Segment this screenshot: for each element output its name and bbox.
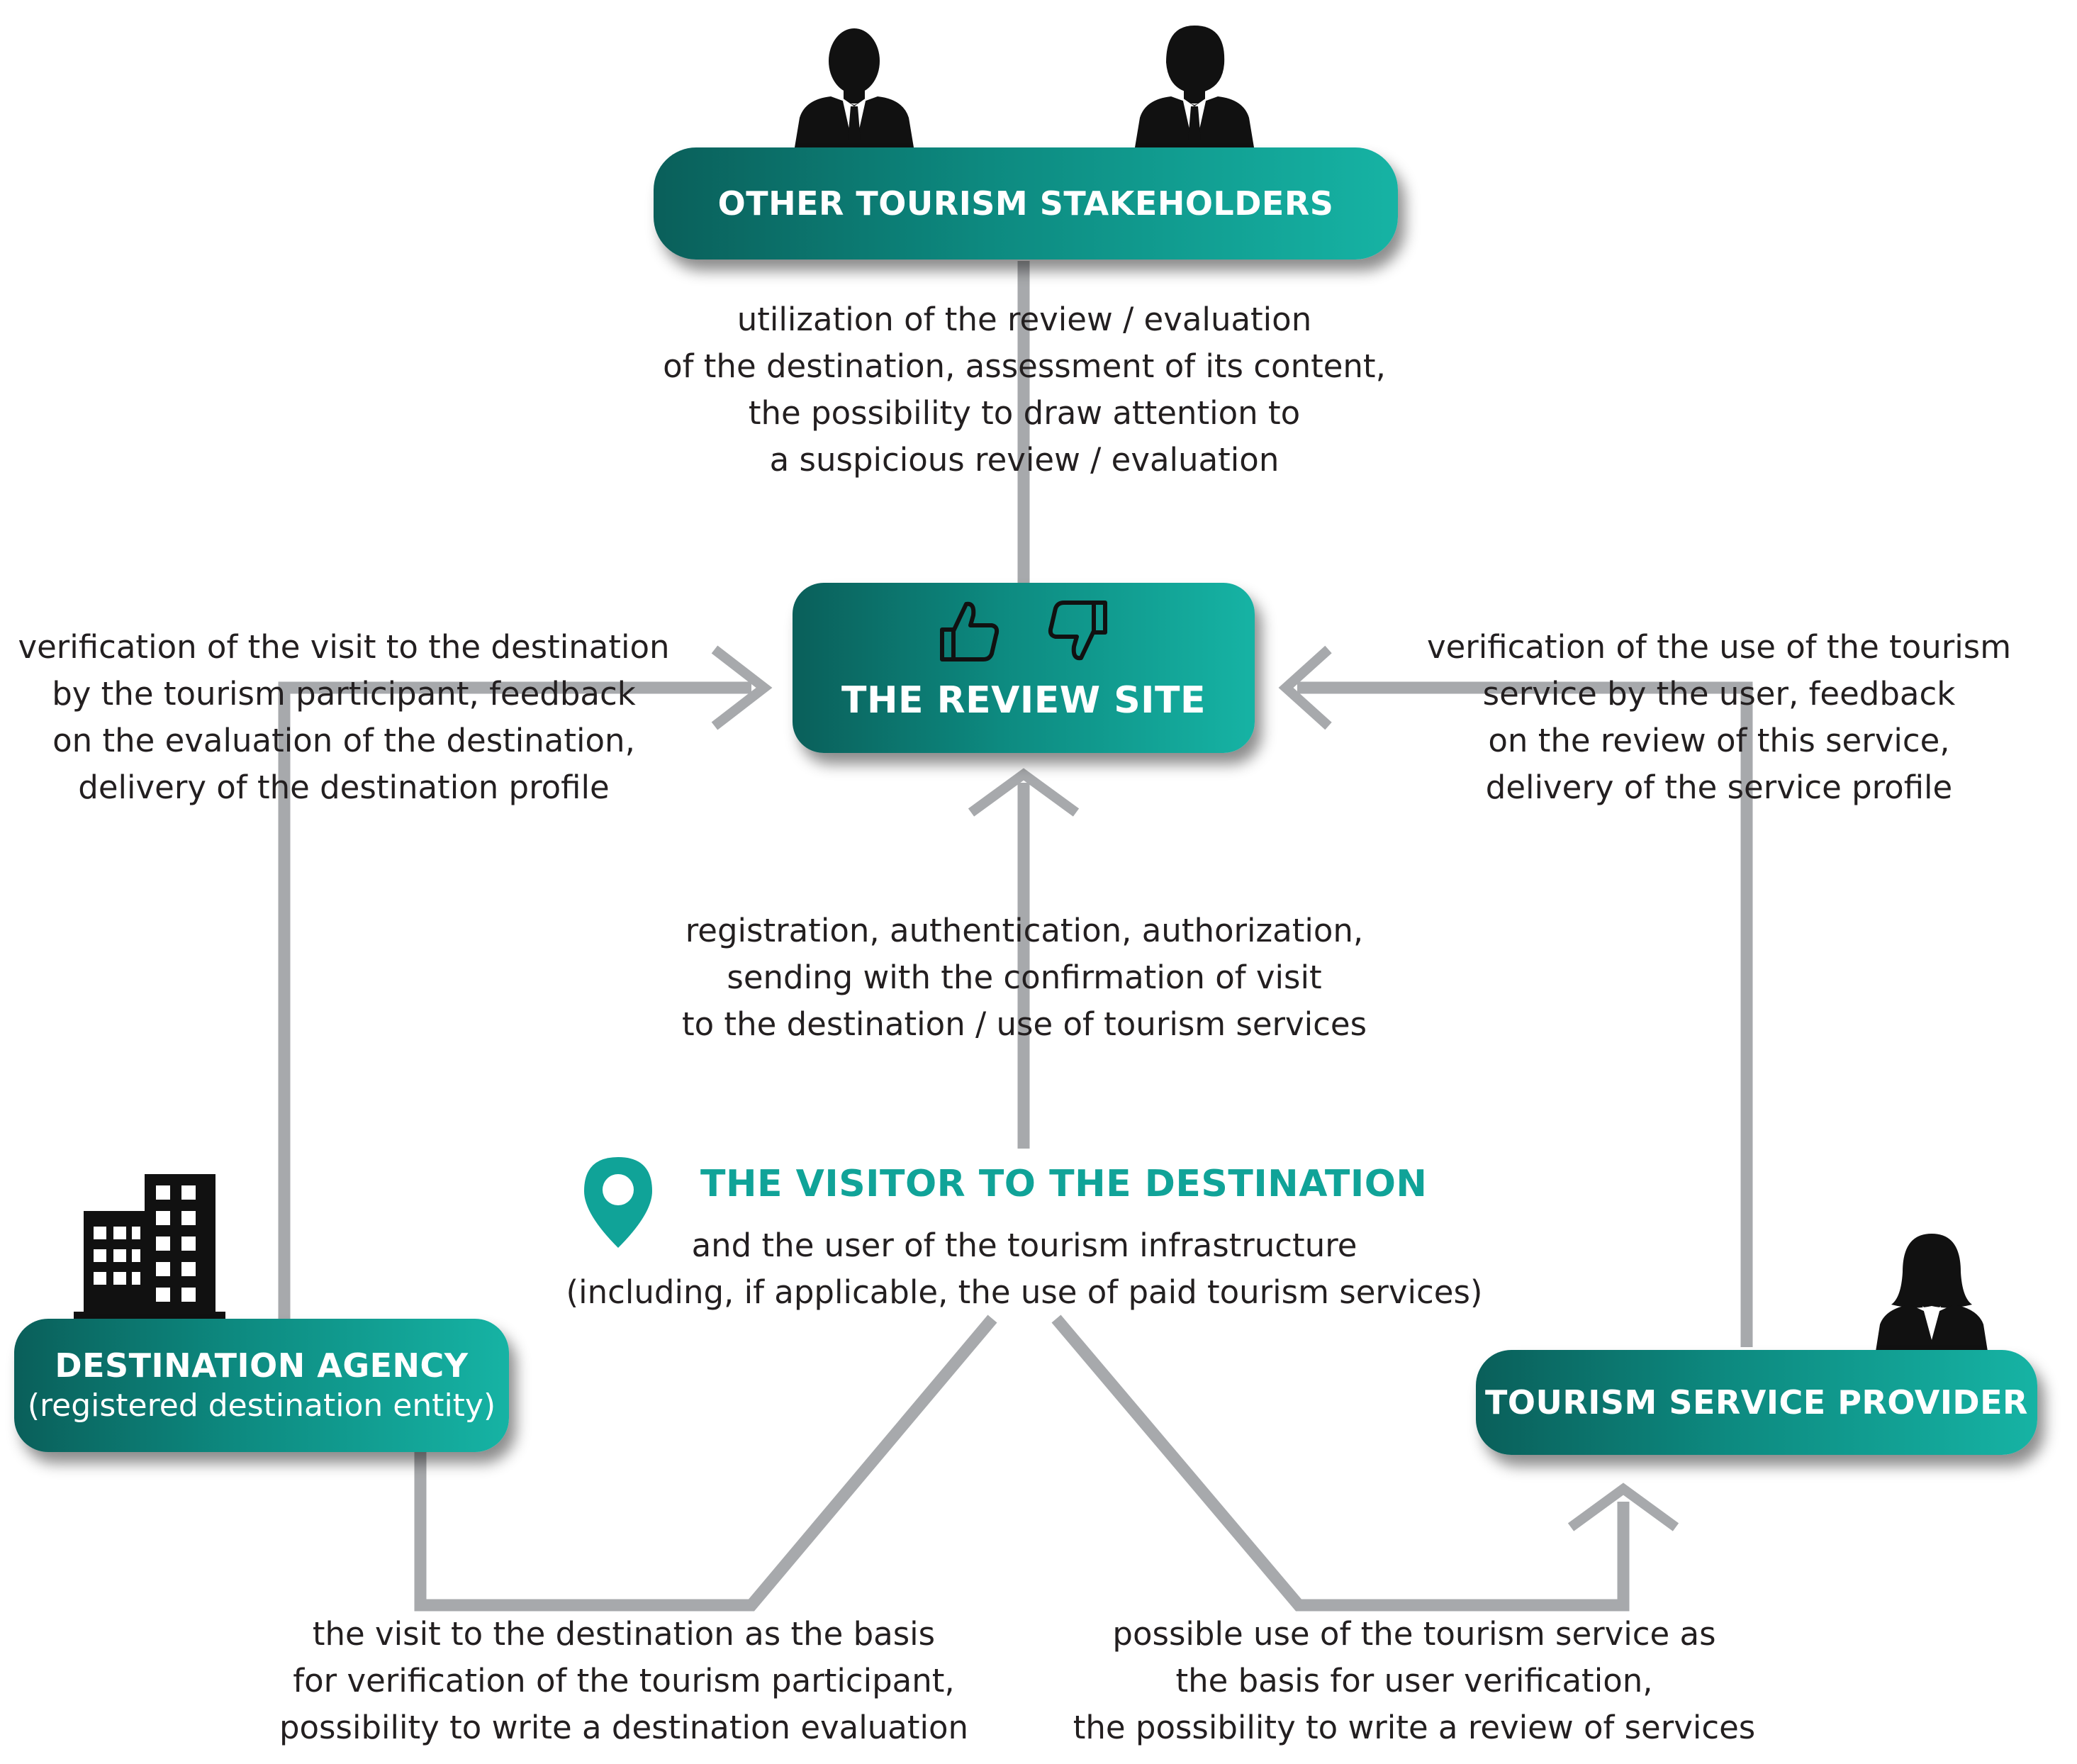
agency-to-site-description: verification of the visit to the destina… (18, 628, 670, 806)
agency-subtitle: (registered destination entity) (27, 1388, 496, 1424)
visitor-line-2: (including, if applicable, the use of pa… (566, 1273, 1483, 1311)
provider-to-site-description: verification of the use of the tourism s… (1426, 628, 2012, 806)
visitor-to-site-description: registration, authentication, authorizat… (681, 912, 1367, 1043)
thumbs-down-icon (1048, 601, 1107, 661)
visitor-title: THE VISITOR TO THE DESTINATION (700, 1163, 1428, 1205)
arrow-head-site (968, 768, 1080, 817)
review-site-node: THE REVIEW SITE (793, 583, 1255, 753)
visitor-to-agency-description: the visit to the destination as the basi… (279, 1615, 969, 1746)
connector-visitor-provider (1051, 1314, 1630, 1612)
connector-agency-site (278, 681, 751, 1320)
map-pin-icon (584, 1157, 652, 1248)
review-site-title: THE REVIEW SITE (841, 679, 1207, 722)
businessman-icon (1134, 26, 1255, 152)
arrow-head-provider-bottom (1567, 1483, 1679, 1531)
businessman-icon (794, 28, 914, 152)
thumbs-up-icon (940, 601, 1000, 662)
office-building-icon (74, 1174, 225, 1319)
arrow-head-provider (1278, 645, 1332, 730)
agency-title: DESTINATION AGENCY (55, 1346, 469, 1385)
connector-provider-site (1297, 681, 1753, 1347)
tourism-service-provider-node: TOURISM SERVICE PROVIDER (1476, 1350, 2037, 1455)
provider-title: TOURISM SERVICE PROVIDER (1485, 1383, 2028, 1422)
stakeholders-node: OTHER TOURISM STAKEHOLDERS (654, 147, 1398, 259)
businesswoman-icon (1876, 1234, 1988, 1351)
stakeholders-to-site-description: utilization of the review / evaluation o… (663, 301, 1386, 479)
connector-visitor-agency (414, 1314, 997, 1612)
stakeholders-title: OTHER TOURISM STAKEHOLDERS (717, 184, 1334, 223)
destination-agency-node: DESTINATION AGENCY (registered destinati… (14, 1319, 509, 1452)
visitor-to-provider-description: possible use of the tourism service as t… (1073, 1615, 1756, 1746)
rating-icons (938, 596, 1109, 666)
visitor-line-1: and the user of the tourism infrastructu… (691, 1227, 1357, 1264)
arrow-head-agency (711, 645, 773, 730)
